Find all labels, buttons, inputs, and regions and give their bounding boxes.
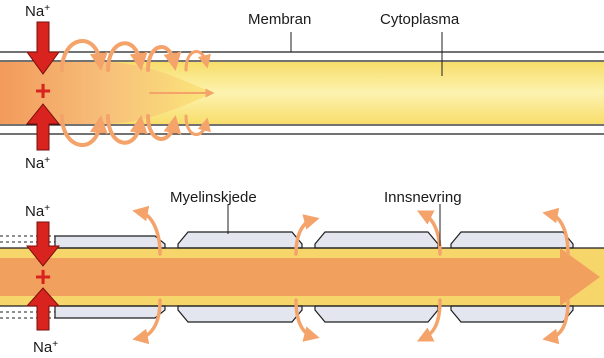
myelin-sheath-top (55, 232, 573, 248)
top-plus-sign: + (35, 75, 51, 106)
bottom-na-ion-top: Na+ (25, 204, 50, 219)
myelin-label: Myelinskjede (170, 190, 257, 205)
bottom-plus-sign: + (35, 261, 51, 292)
membrane-label: Membran (248, 12, 311, 27)
unmyelinated-axon (0, 22, 604, 150)
node-label: Innsnevring (384, 190, 462, 205)
cytoplasm-label: Cytoplasma (380, 12, 459, 27)
top-na-ion-top: Na+ (25, 4, 50, 19)
bottom-na-ion-bottom: Na+ (33, 340, 58, 355)
myelinated-axon (0, 204, 604, 338)
top-na-ion-bottom: Na+ (25, 156, 50, 171)
myelin-sheath-bottom (55, 306, 573, 322)
